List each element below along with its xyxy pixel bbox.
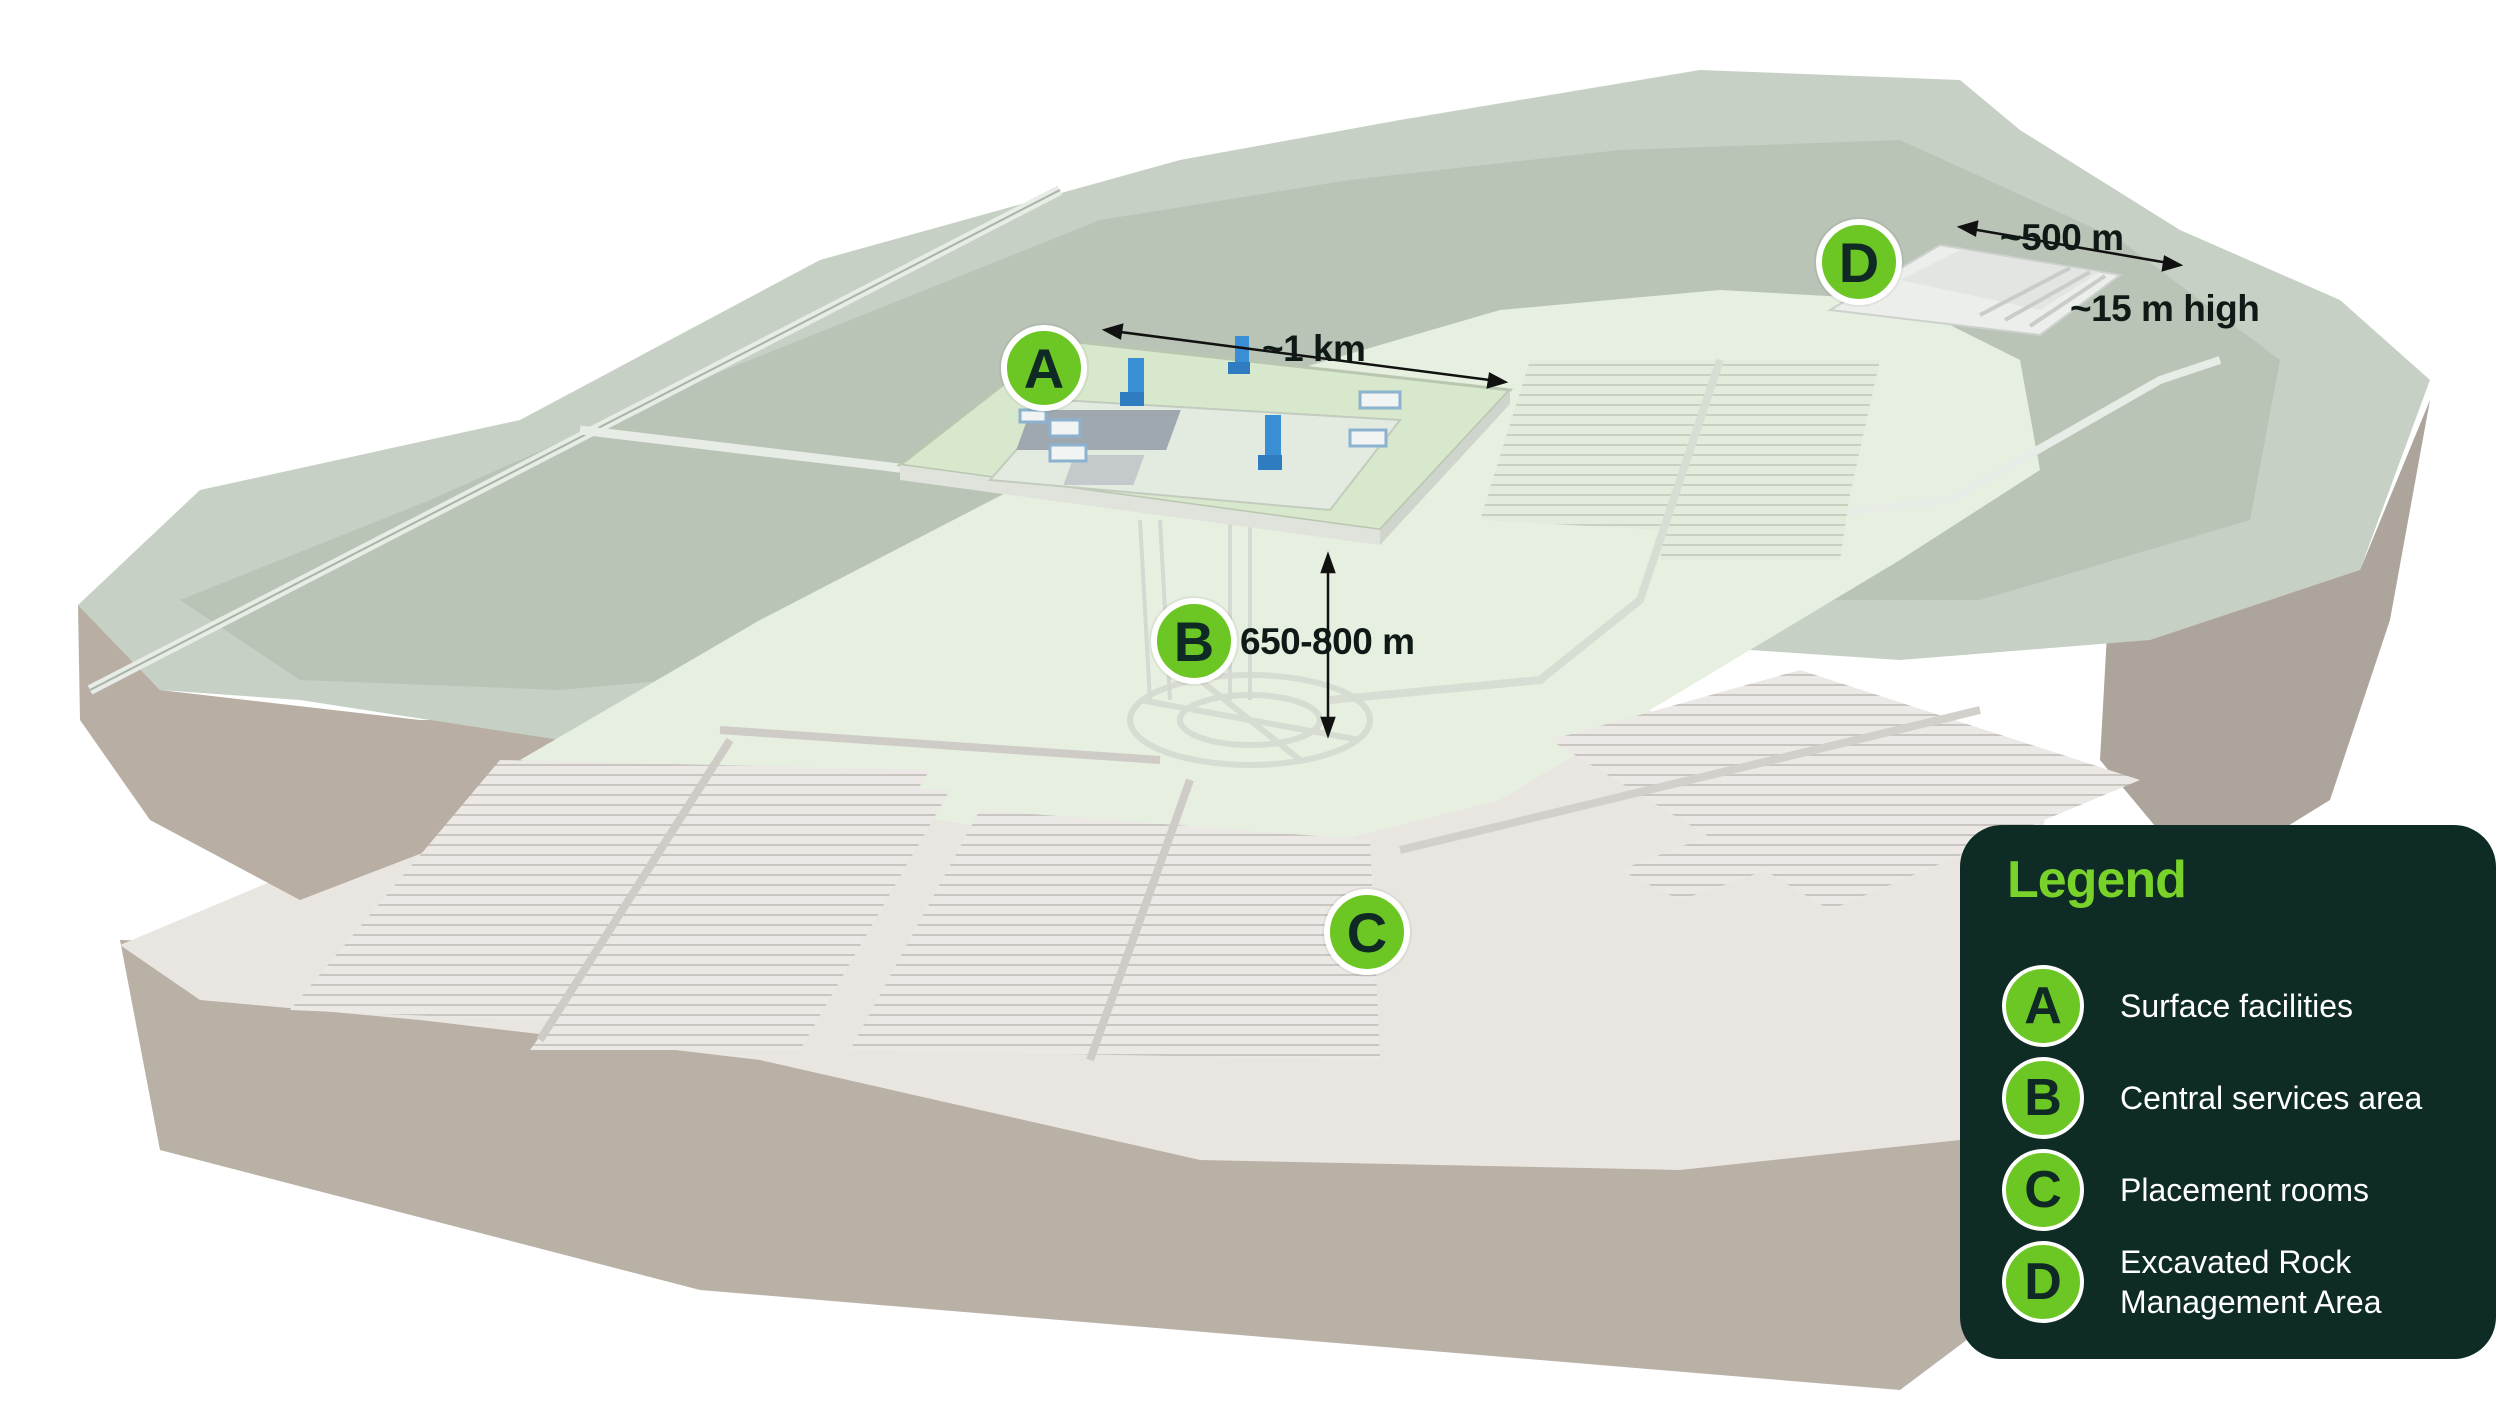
legend-item: B Central services area bbox=[2002, 1053, 2482, 1143]
legend-text: Central services area bbox=[2120, 1053, 2480, 1143]
legend-text: Placement rooms bbox=[2120, 1145, 2480, 1235]
badge-b: B bbox=[1151, 598, 1237, 684]
legend-item: A Surface facilities bbox=[2002, 961, 2482, 1051]
rock-area-width-label: ~500 m bbox=[2000, 217, 2124, 259]
legend-panel: Legend A Surface facilities B Central se… bbox=[1960, 825, 2496, 1359]
badge-d: D bbox=[1816, 219, 1902, 305]
depth-label: 650-800 m bbox=[1240, 621, 1414, 663]
legend-badge: C bbox=[2002, 1149, 2084, 1231]
legend-title: Legend bbox=[2007, 850, 2186, 910]
legend-text: Surface facilities bbox=[2120, 961, 2480, 1051]
legend-text: Excavated Rock Management Area bbox=[2120, 1237, 2480, 1327]
legend-badge: A bbox=[2002, 965, 2084, 1047]
legend-item: C Placement rooms bbox=[2002, 1145, 2482, 1235]
site-width-label: ~1 km bbox=[1262, 328, 1365, 370]
legend-badge: B bbox=[2002, 1057, 2084, 1139]
legend-badge: D bbox=[2002, 1241, 2084, 1323]
legend-item: D Excavated Rock Management Area bbox=[2002, 1237, 2482, 1327]
badge-c: C bbox=[1324, 889, 1410, 975]
badge-a: A bbox=[1001, 325, 1087, 411]
rock-area-height-label: ~15 m high bbox=[2070, 288, 2259, 330]
